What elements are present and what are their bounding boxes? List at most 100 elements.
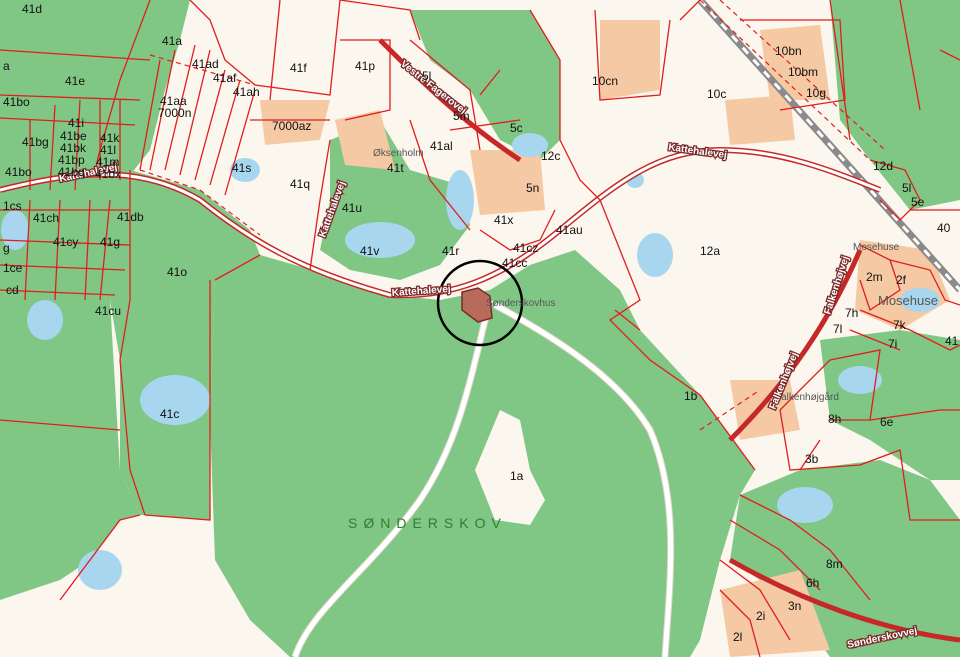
highlighted-parcel-sonderskovhus[interactable] — [461, 287, 493, 323]
built-up-area-8 — [720, 570, 830, 657]
parcel-label: 41v — [360, 244, 379, 258]
parcel-label: 41bq — [58, 165, 85, 179]
parcel-label: 41s — [232, 161, 251, 175]
parcel-label: 41bx — [95, 167, 121, 181]
parcel-label: 6e — [880, 415, 894, 429]
lake-8 — [512, 133, 548, 157]
place-name-sonderskovhus: Sønderskovhus — [486, 298, 555, 309]
parcel-label: 12a — [700, 244, 720, 258]
parcel-label: 5e — [911, 195, 925, 209]
place-name-falkenhojgard: Falkenhøjgård — [775, 391, 839, 403]
parcel-label: 41u — [342, 201, 362, 215]
parcel-label: 10g — [806, 86, 826, 100]
parcel-label: 2f — [896, 273, 907, 287]
road-vestre-fagervej — [378, 38, 522, 163]
forest-area-north — [410, 10, 560, 160]
parcel-label: 7000n — [158, 106, 191, 120]
lake-1 — [345, 222, 415, 258]
parcel-label: 41p — [355, 59, 375, 73]
parcel-label: 5l — [422, 69, 431, 83]
parcel-label: 1cs — [3, 199, 22, 213]
parcel-label: 41x — [494, 213, 513, 227]
parcel-label: 5l — [902, 181, 911, 195]
parcel-label: 41bg — [22, 135, 49, 149]
parcel-label: 10cn — [592, 74, 618, 88]
parcel-label: 2i — [756, 609, 765, 623]
parcel-label: 10bn — [775, 44, 802, 58]
road-sonderskovvej — [728, 557, 960, 643]
parcel-label: 5c — [510, 121, 523, 135]
parcel-label: 41db — [117, 210, 144, 224]
built-up-area-5 — [470, 150, 545, 215]
parcel-label: 41f — [290, 61, 307, 75]
parcel-label: 41 — [945, 334, 959, 348]
parcel-label: 41c — [160, 407, 179, 421]
forest-track-east — [493, 302, 674, 657]
parcel-label: 41be — [60, 129, 87, 143]
parcel-label: 6h — [806, 576, 819, 590]
forest-track-west — [292, 299, 493, 657]
parcel-label: 10bm — [788, 65, 818, 79]
parcel-label: 41g — [100, 235, 120, 249]
parcel-label: 41m — [96, 155, 119, 169]
parcel-label: 1a — [510, 469, 524, 483]
parcel-label: 2l — [733, 630, 742, 644]
parcel-label: 12d — [873, 159, 893, 173]
parcel-label: 41ad — [192, 57, 219, 71]
dashed-boundaries — [139, 0, 886, 431]
lake-6 — [27, 300, 63, 340]
parcel-label: 41e — [65, 74, 85, 88]
parcel-label: 7k — [893, 318, 907, 332]
built-up-area-1 — [600, 20, 660, 100]
parcel-label: 41ah — [233, 85, 260, 99]
lake-12 — [78, 550, 122, 590]
parcel-label: 41k — [100, 131, 120, 145]
parcel-label: 41aa — [160, 94, 187, 108]
parcel-label: 41bo — [5, 165, 32, 179]
parcel-label: 7h — [845, 306, 858, 320]
parcel-label: 41d — [22, 2, 42, 16]
parcel-label: 41a — [162, 34, 182, 48]
parcel-label: 10c — [707, 87, 726, 101]
parcel-label: 41cc — [502, 256, 527, 270]
parcel-label: 41r — [442, 244, 459, 258]
built-up-area-9 — [260, 100, 330, 145]
lake-11 — [900, 288, 940, 312]
parcel-label: 41bo — [3, 95, 30, 109]
lake-2 — [446, 170, 474, 230]
parcel-label: 8m — [826, 557, 843, 571]
railway-line-dashes — [698, 0, 960, 292]
parcel-label: 41cu — [95, 304, 121, 318]
parcel-label: 41ch — [33, 211, 59, 225]
parcel-label: g — [3, 241, 10, 255]
lake-10 — [777, 487, 833, 523]
place-name-oksenholm: Øksenholm — [373, 148, 424, 159]
parcel-label: 41bk — [60, 141, 87, 155]
parcel-label: 41o — [167, 265, 187, 279]
parcel-label: 7000az — [272, 119, 311, 133]
parcel-label: 1ce — [3, 261, 23, 275]
forest-name-sonderskov: SØNDERSKOV — [348, 515, 507, 531]
forest-area-northwest — [0, 0, 190, 300]
forest-area-northeast — [830, 0, 960, 210]
parcel-label: 41t — [387, 161, 404, 175]
parcel-label: 8h — [828, 412, 841, 426]
parcel-label: 41i — [68, 116, 84, 130]
parcel-label: 41af — [213, 71, 237, 85]
parcel-label: 7l — [833, 322, 842, 336]
road-kattehalevej — [0, 148, 881, 297]
lake-3 — [637, 233, 673, 277]
parcel-label: 41bp — [58, 153, 85, 167]
lake-7 — [230, 158, 260, 182]
parcel-labels: 41d 41a 41e 41ad 41af 41ah 41f 41p 5l 10… — [3, 2, 959, 644]
parcel-label: 41cz — [513, 241, 538, 255]
parcel-label: 41l — [100, 143, 116, 157]
parcel-label: 40 — [937, 221, 951, 235]
marker-circle — [436, 259, 524, 347]
parcel-label: 2m — [866, 270, 883, 284]
built-up-area-2 — [725, 95, 795, 145]
parcel-label: 3n — [788, 599, 801, 613]
